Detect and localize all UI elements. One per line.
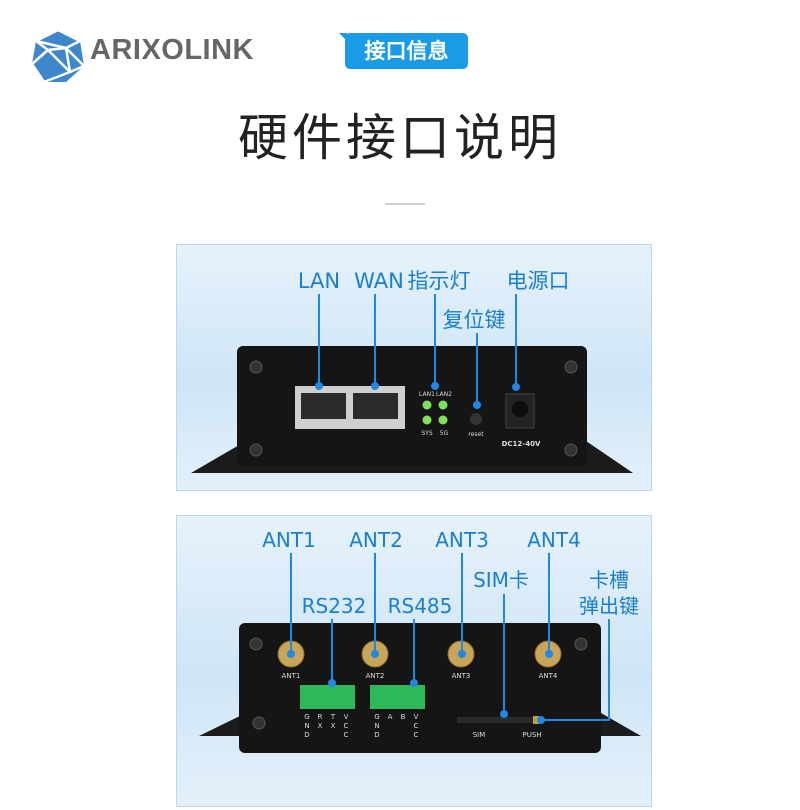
callout-sim: SIM卡	[473, 568, 529, 592]
section-tag: 接口信息	[339, 33, 468, 69]
device-body	[237, 346, 587, 466]
callout-ant1: ANT1	[262, 528, 316, 552]
callout-wan: WAN	[354, 269, 404, 293]
label-sim: SIM	[473, 731, 486, 739]
divider	[385, 203, 425, 205]
rs232-terminal	[300, 685, 355, 709]
callout-rs485: RS485	[388, 594, 453, 618]
callout-ant4: ANT4	[527, 528, 581, 552]
callout-eject-1: 卡槽	[589, 568, 629, 592]
eject-button	[533, 716, 539, 724]
label-ant3: ANT3	[452, 672, 471, 680]
label-push: PUSH	[522, 731, 541, 739]
label-ant1: ANT1	[282, 672, 301, 680]
label-sys: SYS	[421, 430, 432, 437]
pin-label-rs485-a: A	[386, 713, 394, 722]
pin-label-rs232-gnd: GND	[303, 713, 311, 740]
label-5g: 5G	[440, 430, 449, 437]
label-lan2: LAN2	[436, 391, 452, 398]
callout-eject-2: 弹出键	[579, 594, 639, 618]
reset-button	[470, 413, 482, 425]
icosahedron-logo-icon	[30, 28, 86, 84]
label-ant4: ANT4	[539, 672, 558, 680]
label-dc: DC12-40V	[502, 440, 541, 448]
sim-slot	[457, 717, 537, 723]
callout-ant3: ANT3	[435, 528, 489, 552]
back-panel-image: ANT1 ANT2 ANT3 ANT4 RS232 RS485 SIM卡 卡槽 …	[176, 515, 652, 807]
callout-power: 电源口	[507, 269, 570, 293]
pin-label-rs232-tx: TX	[329, 713, 337, 731]
callout-ant2: ANT2	[349, 528, 403, 552]
pin-label-rs485-vcc: VCC	[412, 713, 420, 740]
led-indicators	[422, 400, 448, 425]
pin-label-rs232-vcc: VCC	[342, 713, 350, 740]
label-lan1: LAN1	[419, 391, 435, 398]
pin-label-rs485-gnd: GND	[373, 713, 381, 740]
callout-rs232: RS232	[302, 594, 367, 618]
label-reset: reset	[468, 431, 484, 438]
callout-lan: LAN	[298, 269, 340, 293]
label-ant2: ANT2	[366, 672, 385, 680]
pin-label-rs232-rx: RX	[316, 713, 324, 731]
brand-name: ARIXOLINK	[90, 34, 254, 66]
pin-label-rs485-b: B	[399, 713, 407, 722]
page-title: 硬件接口说明	[238, 109, 562, 167]
front-panel-image: LAN WAN 指示灯 电源口 复位键 LAN1 LAN2 SYS 5G res…	[176, 244, 652, 491]
callout-reset: 复位键	[443, 308, 506, 332]
rs485-terminal	[370, 685, 425, 709]
callout-indicator: 指示灯	[408, 269, 471, 293]
